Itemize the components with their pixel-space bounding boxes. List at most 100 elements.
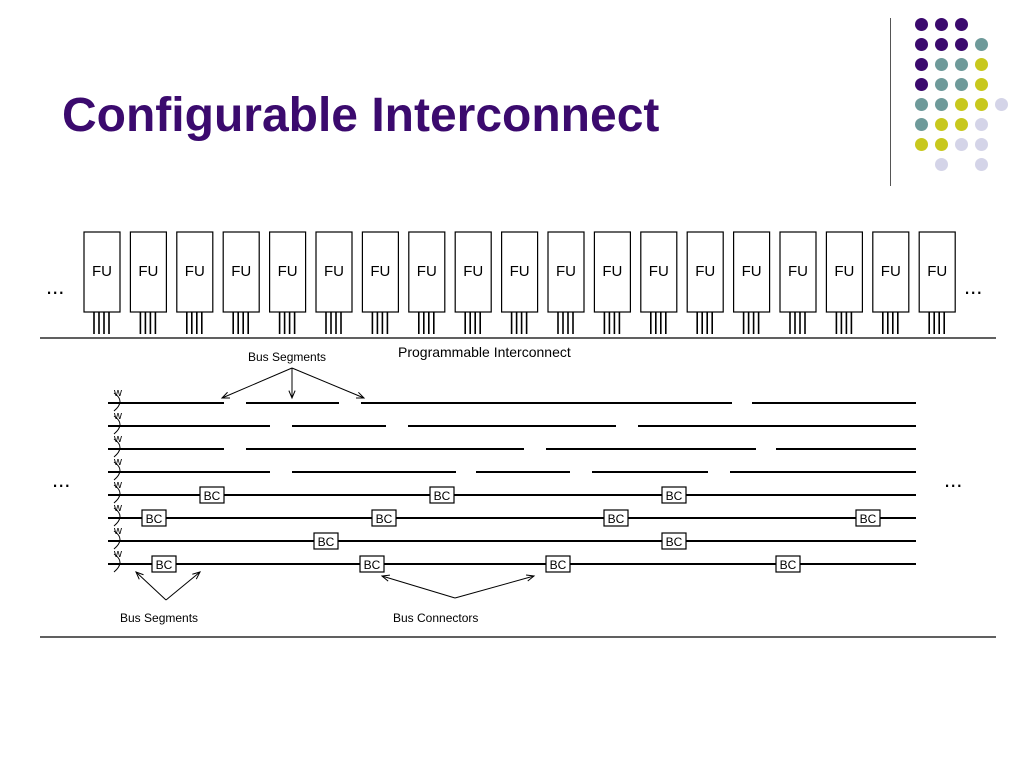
right-ellipsis-top: ... — [964, 274, 982, 299]
decorative-dot — [975, 158, 988, 171]
bus-connector-label: BC — [550, 558, 567, 572]
decorative-dot-grid — [905, 14, 1015, 174]
decorative-dot — [955, 18, 968, 31]
decorative-dot — [975, 58, 988, 71]
fu-box — [501, 231, 539, 313]
bus-width-tick — [113, 530, 121, 550]
decorative-dot — [955, 138, 968, 151]
fu-label: FU — [231, 263, 251, 280]
fu-label: FU — [788, 263, 808, 280]
decorative-dot — [975, 78, 988, 91]
fu-block: FU — [547, 231, 585, 334]
decorative-dot — [975, 38, 988, 51]
bus-width-label: w — [113, 456, 122, 468]
bus-segments-top-arrow-left — [221, 367, 293, 399]
bus-connector-label: BC — [780, 558, 797, 572]
bus-connector-label: BC — [146, 512, 163, 526]
fu-label: FU — [881, 263, 901, 280]
decorative-dot — [955, 98, 968, 111]
decorative-dot — [935, 58, 948, 71]
fu-box — [779, 231, 817, 313]
bus-connector-label: BC — [318, 535, 335, 549]
bus-segments-bottom-arrow-left — [135, 571, 167, 601]
bus-connector-box — [661, 532, 687, 550]
bus-width-tick — [113, 392, 121, 412]
decorative-dot — [915, 38, 928, 51]
fu-label: FU — [556, 263, 576, 280]
bus-connector-box — [855, 509, 881, 527]
decorative-dot — [935, 78, 948, 91]
fu-label: FU — [834, 263, 854, 280]
fu-block: FU — [686, 231, 724, 334]
fu-label: FU — [602, 263, 622, 280]
fu-box — [918, 231, 956, 313]
fu-label: FU — [742, 263, 762, 280]
bus-connector-label: BC — [156, 558, 173, 572]
decorative-dot — [955, 78, 968, 91]
bus-connector-label: BC — [204, 489, 221, 503]
fu-box — [176, 231, 214, 313]
bus-connector-label: BC — [376, 512, 393, 526]
bus-line: w — [108, 410, 916, 435]
fu-box — [129, 231, 167, 313]
fu-box — [408, 231, 446, 313]
bus-connector-label: BC — [666, 489, 683, 503]
fu-box — [269, 231, 307, 313]
fu-label: FU — [649, 263, 669, 280]
fu-box — [872, 231, 910, 313]
decorative-dot — [975, 138, 988, 151]
bus-segments-top-arrow-left-head — [220, 391, 231, 399]
bus-connector-box — [359, 555, 385, 573]
bus-segments-bottom-arrow-right — [165, 571, 201, 601]
fu-box — [640, 231, 678, 313]
fu-box — [732, 231, 771, 313]
decorative-dot — [935, 158, 948, 171]
fu-label: FU — [138, 263, 158, 280]
fu-block: FU — [640, 231, 678, 334]
bus-connector-box — [141, 509, 167, 527]
bus-width-label: w — [113, 387, 122, 399]
bus-connector-box — [429, 486, 455, 504]
bus-connector-label: BC — [434, 489, 451, 503]
fu-box — [686, 231, 724, 313]
decorative-dot — [935, 18, 948, 31]
fu-block: FU — [779, 231, 817, 334]
fu-box — [83, 231, 121, 313]
fu-box — [454, 231, 492, 313]
decorative-dot — [915, 98, 928, 111]
bus-width-tick — [113, 553, 121, 573]
bus-segments-bottom-arrow-right-head — [192, 571, 201, 580]
decorative-dot — [915, 138, 928, 151]
bus-connectors-arrow-right — [454, 575, 535, 599]
fu-label: FU — [463, 263, 483, 280]
bus-width-label: w — [113, 433, 122, 445]
fu-label: FU — [92, 263, 112, 280]
bus-connectors-arrow-left — [381, 575, 456, 599]
bus-width-label: w — [113, 479, 122, 491]
bus-width-tick — [113, 438, 121, 458]
annotation-arrows — [135, 367, 536, 601]
fu-block: FU — [315, 231, 353, 334]
left-ellipsis-top: ... — [46, 274, 64, 299]
decorative-dot — [955, 38, 968, 51]
bus-segments-top-arrow-center-head — [288, 390, 296, 400]
decorative-dot — [955, 118, 968, 131]
decorative-dot — [975, 118, 988, 131]
bus-segments-bottom-arrow-left-head — [135, 571, 144, 580]
fu-block: FU — [872, 231, 910, 334]
bus-segments-top-arrow-right-head — [355, 391, 366, 399]
bus-connector-box — [603, 509, 629, 527]
bus-line: w — [108, 456, 916, 481]
decorative-dot — [915, 58, 928, 71]
decorative-dot — [955, 58, 968, 71]
bus-width-label: w — [113, 502, 122, 514]
fu-label: FU — [370, 263, 390, 280]
fu-box — [825, 231, 864, 313]
bus-width-tick — [113, 415, 121, 435]
fu-block: FU — [501, 231, 539, 334]
fu-box — [315, 231, 353, 313]
slide-title: Configurable Interconnect — [62, 89, 660, 142]
